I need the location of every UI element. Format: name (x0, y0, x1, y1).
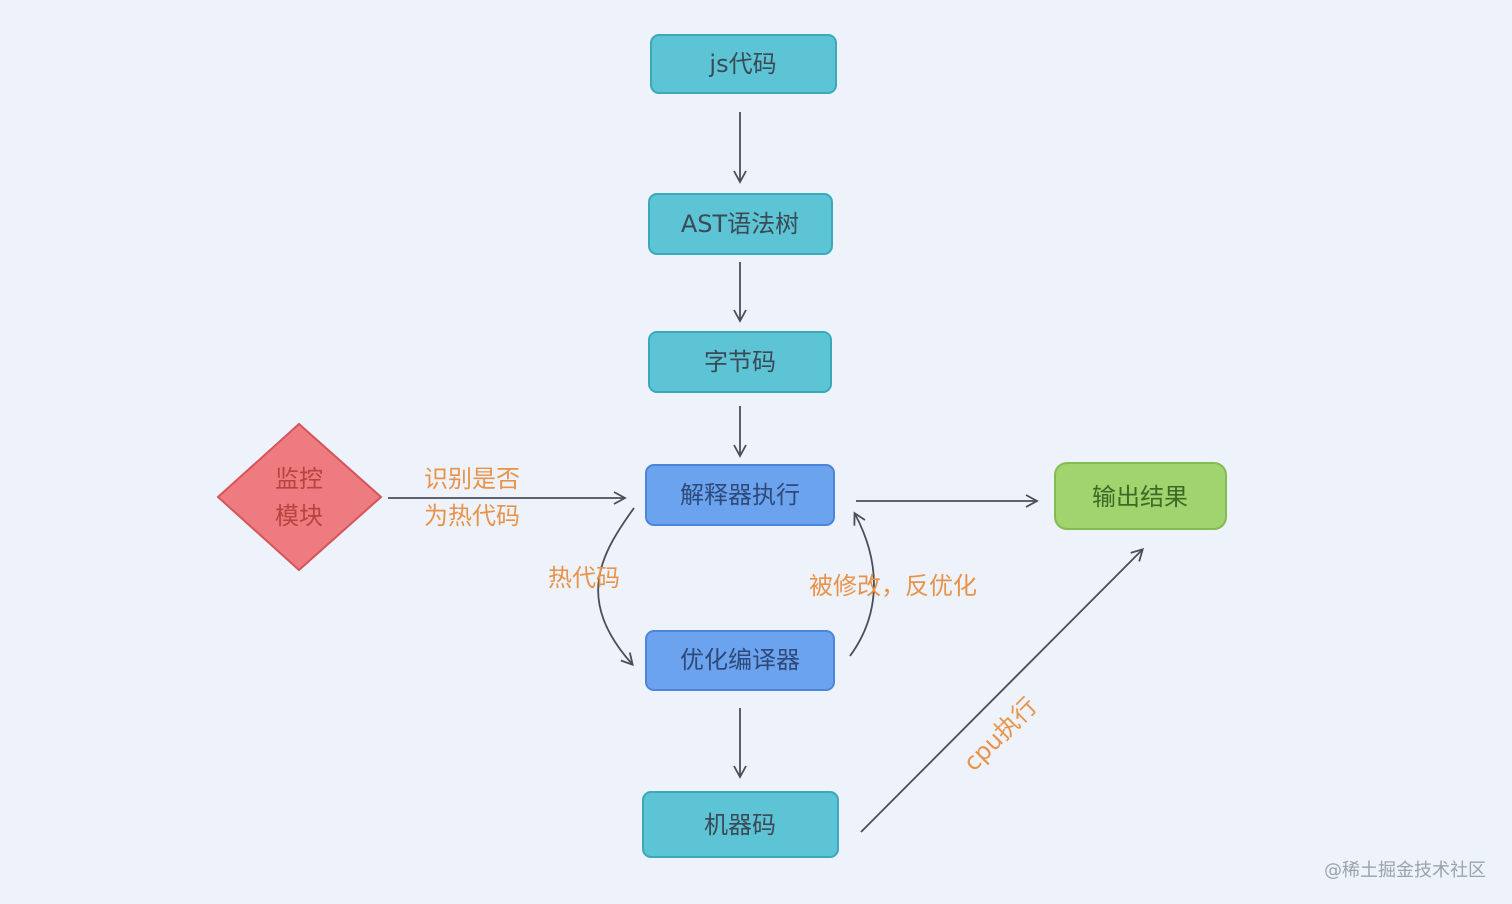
edge-interpreter-to-optimizer (597, 507, 635, 667)
edge-label-identify-line2: 为热代码 (424, 502, 520, 530)
node-js-code-label: js代码 (708, 50, 776, 78)
node-js-code: js代码 (650, 34, 837, 94)
watermark: @稀土掘金技术社区 (1324, 860, 1486, 881)
node-ast-label: AST语法树 (681, 210, 799, 238)
node-optimizer-label: 优化编译器 (680, 646, 800, 674)
node-output: 输出结果 (1054, 462, 1227, 530)
edge-optimizer-to-interpreter (849, 511, 875, 657)
node-monitor-label-line2: 模块 (275, 502, 323, 530)
node-machine-code-label: 机器码 (704, 811, 776, 839)
node-output-label: 输出结果 (1092, 483, 1188, 511)
edge-label-identify-line1: 识别是否 (424, 465, 520, 493)
edge-machine-to-output (860, 547, 1145, 833)
node-machine-code: 机器码 (642, 791, 839, 858)
node-monitor-label-line1: 监控 (275, 465, 323, 493)
node-bytecode: 字节码 (648, 331, 832, 393)
node-ast: AST语法树 (648, 193, 833, 255)
node-monitor: 监控 模块 (216, 422, 383, 572)
edge-label-deopt: 被修改，反优化 (809, 572, 977, 600)
node-bytecode-label: 字节码 (704, 348, 776, 376)
edge-label-cpu-exec: cpu执行 (958, 692, 1043, 777)
edge-label-hot-code: 热代码 (548, 564, 620, 592)
node-interpreter-label: 解释器执行 (680, 481, 800, 509)
node-optimizer: 优化编译器 (645, 630, 835, 691)
node-interpreter: 解释器执行 (645, 464, 835, 526)
